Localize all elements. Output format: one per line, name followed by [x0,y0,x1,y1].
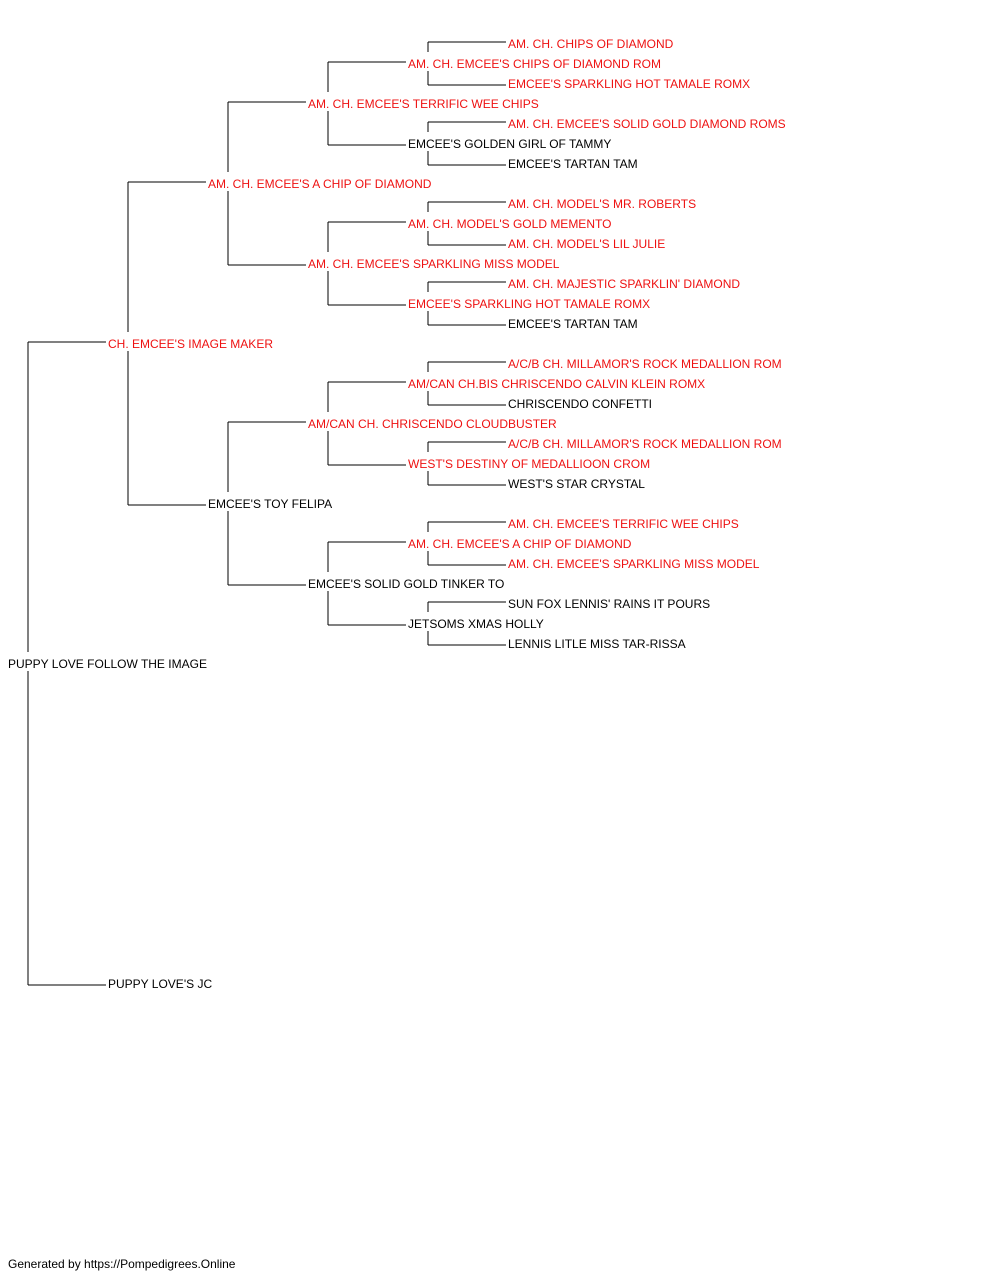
pedigree-node-pedigree-root-sire-sire-sire-sire: AM. CH. EMCEE'S CHIPS OF DIAMOND ROM [408,57,663,71]
pedigree-node-pedigree-root-sire-sire-sire-dam-dam: EMCEE'S TARTAN TAM [508,157,640,171]
pedigree-node-pedigree-root-sire-dam-dam-sire: AM. CH. EMCEE'S A CHIP OF DIAMOND [408,537,634,551]
pedigree-node-pedigree-root-sire-sire-dam-sire-sire: AM. CH. MODEL'S MR. ROBERTS [508,197,699,211]
pedigree-node-pedigree-root-sire-dam-sire-dam-sire: A/C/B CH. MILLAMOR'S ROCK MEDALLION ROM [508,437,784,451]
pedigree-node-pedigree-root-sire-sire-dam-dam-dam: EMCEE'S TARTAN TAM [508,317,640,331]
pedigree-node-pedigree-root-sire-sire-dam-dam: EMCEE'S SPARKLING HOT TAMALE ROMX [408,297,653,311]
pedigree-node-pedigree-root-sire-dam-dam-sire-dam: AM. CH. EMCEE'S SPARKLING MISS MODEL [508,557,762,571]
pedigree-node-pedigree-root-sire-dam-dam-dam: JETSOMS XMAS HOLLY [408,617,546,631]
pedigree-node-pedigree-root-sire-dam-sire: AM/CAN CH. CHRISCENDO CLOUDBUSTER [308,417,559,431]
pedigree-node-pedigree-root-sire-dam-sire-dam: WEST'S DESTINY OF MEDALLIOON CROM [408,457,653,471]
pedigree-node-pedigree-root-sire-sire-sire: AM. CH. EMCEE'S TERRIFIC WEE CHIPS [308,97,541,111]
pedigree-node-pedigree-root-sire-sire-dam: AM. CH. EMCEE'S SPARKLING MISS MODEL [308,257,562,271]
pedigree-node-pedigree-root-sire-sire-dam-sire-dam: AM. CH. MODEL'S LIL JULIE [508,237,668,251]
pedigree-node-pedigree-root-sire-dam-dam-dam-sire: SUN FOX LENNIS' RAINS IT POURS [508,597,713,611]
pedigree-node-pedigree-root-sire-sire-sire-sire-sire: AM. CH. CHIPS OF DIAMOND [508,37,676,51]
pedigree-node-pedigree-root-sire-dam-sire-sire-dam: CHRISCENDO CONFETTI [508,397,654,411]
pedigree-node-pedigree-root-sire: CH. EMCEE'S IMAGE MAKER [108,337,275,351]
pedigree-node-pedigree-root-sire-sire-dam-sire: AM. CH. MODEL'S GOLD MEMENTO [408,217,614,231]
pedigree-node-pedigree-root-sire-sire-sire-dam: EMCEE'S GOLDEN GIRL OF TAMMY [408,137,614,151]
pedigree-node-pedigree-root-sire-sire-sire-sire-dam: EMCEE'S SPARKLING HOT TAMALE ROMX [508,77,753,91]
pedigree-node-pedigree-root: PUPPY LOVE FOLLOW THE IMAGE [8,657,209,671]
pedigree-node-pedigree-root-sire-dam-dam: EMCEE'S SOLID GOLD TINKER TO [308,577,507,591]
pedigree-node-pedigree-root-sire-dam-dam-dam-dam: LENNIS LITLE MISS TAR-RISSA [508,637,688,651]
pedigree-node-pedigree-root-sire-dam-dam-sire-sire: AM. CH. EMCEE'S TERRIFIC WEE CHIPS [508,517,741,531]
generated-by-footer: Generated by https://Pompedigrees.Online [8,1257,236,1271]
pedigree-node-pedigree-root-sire-dam-sire-sire: AM/CAN CH.BIS CHRISCENDO CALVIN KLEIN RO… [408,377,708,391]
pedigree-node-pedigree-root-sire-dam: EMCEE'S TOY FELIPA [208,497,335,511]
pedigree-node-pedigree-root-sire-dam-sire-sire-sire: A/C/B CH. MILLAMOR'S ROCK MEDALLION ROM [508,357,784,371]
pedigree-node-pedigree-root-sire-sire: AM. CH. EMCEE'S A CHIP OF DIAMOND [208,177,434,191]
pedigree-node-pedigree-root-dam: PUPPY LOVE'S JC [108,977,215,991]
pedigree-node-pedigree-root-sire-sire-dam-dam-sire: AM. CH. MAJESTIC SPARKLIN' DIAMOND [508,277,743,291]
pedigree-node-pedigree-root-sire-sire-sire-dam-sire: AM. CH. EMCEE'S SOLID GOLD DIAMOND ROMS [508,117,788,131]
pedigree-node-pedigree-root-sire-dam-sire-dam-dam: WEST'S STAR CRYSTAL [508,477,647,491]
